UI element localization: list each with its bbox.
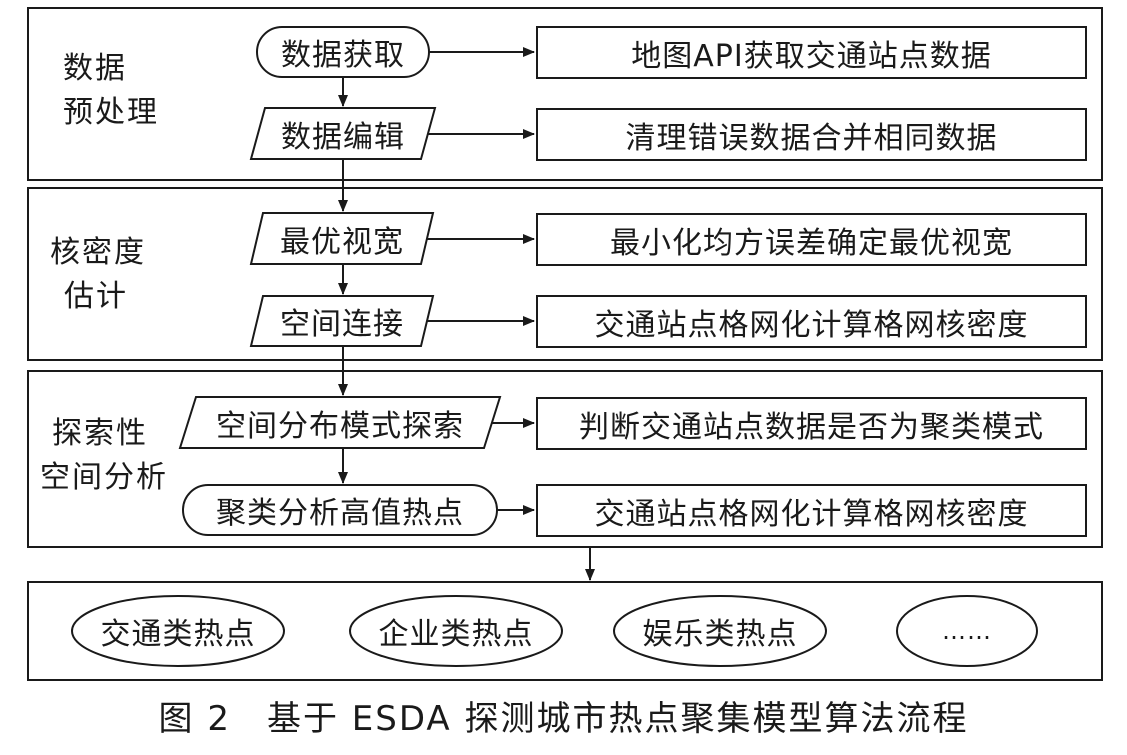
- step-data-editing: 数据编辑: [281, 119, 405, 155]
- stage-label-preprocessing: 数据 预处理: [63, 47, 159, 135]
- output-more: ……: [942, 617, 992, 645]
- output-enterprise-hotspot: 企业类热点: [378, 617, 534, 652]
- step-data-acquisition: 数据获取: [281, 38, 405, 73]
- result-box: 交通站点格网化计算格网核密度: [536, 295, 1087, 348]
- result-box: 最小化均方误差确定最优视宽: [536, 213, 1087, 266]
- stage-label-line1: 数据: [63, 51, 127, 86]
- step-optimal-bandwidth: 最优视宽: [280, 224, 404, 260]
- section-preprocessing: [27, 7, 1103, 181]
- result-box: 交通站点格网化计算格网核密度: [536, 484, 1087, 537]
- figure-caption: 图 2 基于 ESDA 探测城市热点聚集模型算法流程: [158, 699, 969, 739]
- stage-label-line1: 探索性: [52, 416, 148, 451]
- stage-label-line2: 估计: [64, 279, 128, 314]
- result-box: 清理错误数据合并相同数据: [536, 108, 1087, 161]
- section-kernel-density: [27, 187, 1103, 361]
- result-box: 地图API获取交通站点数据: [536, 26, 1087, 79]
- section-outputs: [27, 581, 1103, 681]
- stage-label-line2: 空间分析: [40, 460, 168, 495]
- step-pattern-exploration: 空间分布模式探索: [216, 408, 464, 444]
- step-hotspot-analysis: 聚类分析高值热点: [216, 496, 464, 531]
- section-esda: [27, 370, 1103, 548]
- stage-label-line1: 核密度: [50, 235, 146, 270]
- output-entertainment-hotspot: 娱乐类热点: [642, 617, 798, 652]
- stage-label-esda: 探索性 空间分析: [40, 412, 168, 500]
- stage-label-line2: 预处理: [63, 95, 159, 130]
- stage-label-kernel-density: 核密度 估计: [50, 231, 146, 319]
- output-traffic-hotspot: 交通类热点: [100, 617, 256, 652]
- result-box: 判断交通站点数据是否为聚类模式: [536, 397, 1087, 450]
- step-spatial-join: 空间连接: [280, 307, 404, 342]
